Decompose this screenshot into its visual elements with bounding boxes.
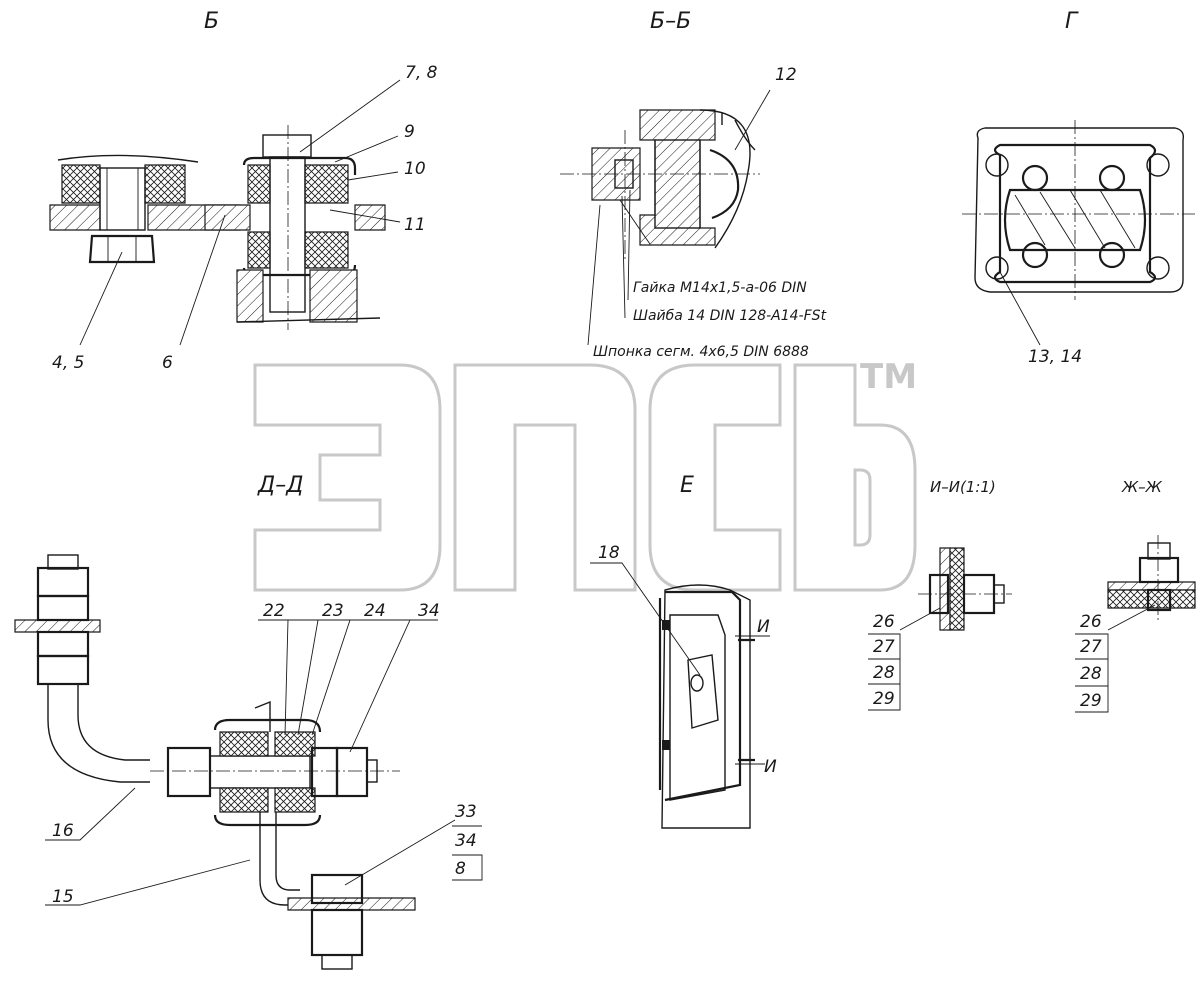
section-mark-i-top: И: [757, 617, 770, 637]
view-g-title: Г: [1065, 9, 1079, 34]
stack-item: 28: [873, 663, 895, 683]
view-bb-title: Б–Б: [650, 9, 691, 34]
bolt-head: [262, 134, 312, 158]
callout-9: 9: [404, 122, 415, 142]
callout-10: 10: [404, 159, 426, 179]
view-ii-title: И–И(1:1): [930, 478, 996, 496]
callout-6: 6: [162, 353, 173, 373]
view-zhzh: Ж–Ж 26 27 28 29: [1075, 478, 1196, 713]
stack-ii: 26 27 28 29: [868, 612, 901, 711]
stack-item: 26: [873, 612, 895, 632]
callout-18: 18: [598, 543, 620, 563]
watermark-logo: TM: [253, 357, 917, 592]
callout-22: 22: [263, 601, 285, 621]
callout-15: 15: [52, 887, 74, 907]
view-bb: Б–Б 12 Гайка М14х1,5-а-06 DIN Шайба 14 D…: [560, 9, 827, 360]
callout-7-8: 7, 8: [405, 63, 438, 83]
callout-34: 34: [418, 601, 440, 621]
callout-12: 12: [775, 65, 797, 85]
callout-4-5: 4, 5: [52, 353, 84, 373]
stack-zhzh: 26 27 28 29: [1075, 612, 1109, 713]
callout-16: 16: [52, 821, 74, 841]
trademark-mark: TM: [860, 357, 917, 397]
stack-item: 27: [873, 637, 895, 657]
view-g: Г 13, 14: [962, 9, 1195, 367]
note-key: Шпонка сегм. 4х6,5 DIN 6888: [593, 344, 809, 360]
stack-33-34-8: 33 34 8: [452, 802, 483, 881]
view-dd: Д–Д 22 23 24: [14, 473, 483, 970]
view-e-title: Е: [680, 473, 694, 498]
stack-item: 33: [455, 802, 477, 822]
callout-23: 23: [322, 601, 344, 621]
view-dd-title: Д–Д: [257, 473, 303, 498]
view-ii: И–И(1:1) 26 27 28 29: [868, 478, 1012, 711]
stack-item: 29: [1080, 691, 1102, 711]
callout-13-14: 13, 14: [1028, 347, 1082, 367]
stack-item: 8: [455, 859, 466, 879]
view-b-title: Б: [204, 9, 219, 34]
callout-24: 24: [364, 601, 386, 621]
callout-11: 11: [404, 215, 426, 235]
stack-item: 28: [1080, 664, 1102, 684]
stack-item: 34: [455, 831, 477, 851]
stack-item: 27: [1080, 637, 1102, 657]
view-b: Б 7, 8 9 10 11: [49, 9, 438, 373]
view-e: Е 18 И И: [590, 473, 777, 829]
stack-item: 29: [873, 689, 895, 709]
note-washer: Шайба 14 DIN 128-А14-FSt: [633, 308, 827, 324]
note-nut: Гайка М14х1,5-а-06 DIN: [633, 280, 807, 296]
view-zhzh-title: Ж–Ж: [1121, 478, 1163, 496]
stack-item: 26: [1080, 612, 1102, 632]
section-mark-i-bottom: И: [764, 757, 777, 777]
